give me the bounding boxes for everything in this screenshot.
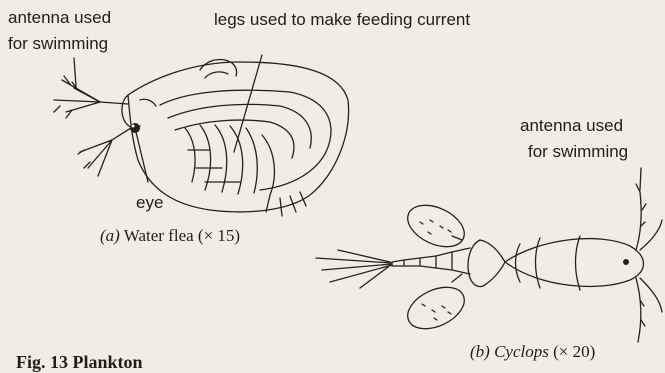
label-antenna-cyclops-line2: for swimming bbox=[528, 141, 628, 162]
caption-b-letter: (b) bbox=[470, 342, 490, 361]
caption-cyclops: (b) Cyclops (× 20) bbox=[470, 342, 595, 362]
label-antenna-cyclops-line1: antenna used bbox=[520, 115, 623, 136]
cyclops-eye bbox=[623, 259, 629, 265]
label-legs-feeding: legs used to make feeding current bbox=[214, 9, 470, 30]
caption-b-scale: (× 20) bbox=[549, 342, 595, 361]
label-eye: eye bbox=[136, 192, 163, 213]
label-antenna-water-flea-line1: antenna used bbox=[8, 7, 111, 28]
water-flea-drawing bbox=[54, 55, 349, 216]
caption-b-name: Cyclops bbox=[490, 342, 549, 361]
caption-water-flea: (a) Water flea (× 15) bbox=[100, 226, 240, 246]
caption-a-text: Water flea (× 15) bbox=[120, 226, 240, 245]
label-antenna-water-flea-line2: for swimming bbox=[8, 33, 108, 54]
caption-a-letter: (a) bbox=[100, 226, 120, 245]
water-flea-eye bbox=[130, 123, 140, 133]
cyclops-drawing bbox=[316, 168, 662, 342]
